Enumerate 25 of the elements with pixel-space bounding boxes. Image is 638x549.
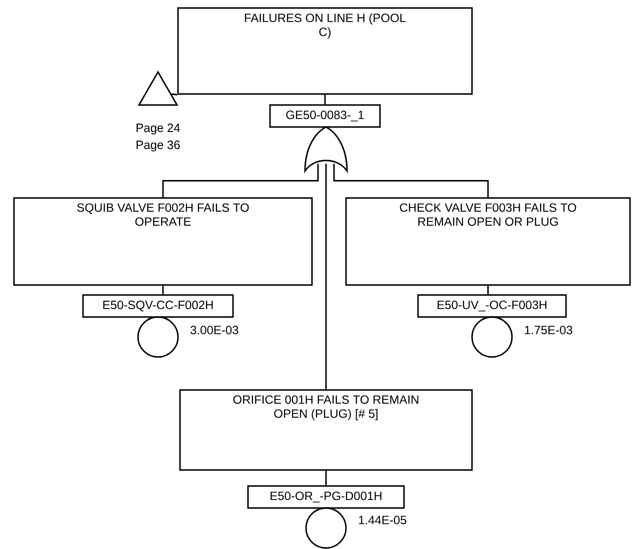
connector-line <box>325 470 327 486</box>
connector-line <box>171 93 178 96</box>
event-box: SQUIB VALVE F002H FAILS TO OPERATE <box>13 197 313 286</box>
connector-line <box>162 286 164 294</box>
event-id-box: E50-UV_-OC-F003H <box>417 294 567 318</box>
connector-line <box>487 286 489 294</box>
basic-event-circle <box>471 316 513 358</box>
connector-line <box>333 164 489 198</box>
connector-line <box>324 94 326 104</box>
page-reference: Page 36 <box>136 140 180 152</box>
connector-line <box>162 164 319 198</box>
event-box: FAILURES ON LINE H (POOL C) <box>177 7 473 95</box>
event-id-box: E50-OR_-PG-D001H <box>247 485 405 509</box>
event-box: CHECK VALVE F003H FAILS TO REMAIN OPEN OR PLUG <box>345 197 631 286</box>
event-box: ORIFICE 001H FAILS TO REMAIN OPEN (PLUG) [# 5] <box>179 389 473 471</box>
basic-event-circle <box>137 316 179 358</box>
or-gate <box>304 126 348 172</box>
probability-label: 1.44E-05 <box>359 516 406 524</box>
page-reference: Page 24 <box>136 124 180 134</box>
basic-event-circle <box>305 507 347 549</box>
probability-label: 1.75E-03 <box>525 326 572 334</box>
probability-label: 3.00E-03 <box>190 326 238 334</box>
event-id-box: GE50-0083-_1 <box>269 104 381 128</box>
connector-line <box>325 164 327 390</box>
event-id-box: E50-SQV-CC-F002H <box>82 294 234 318</box>
